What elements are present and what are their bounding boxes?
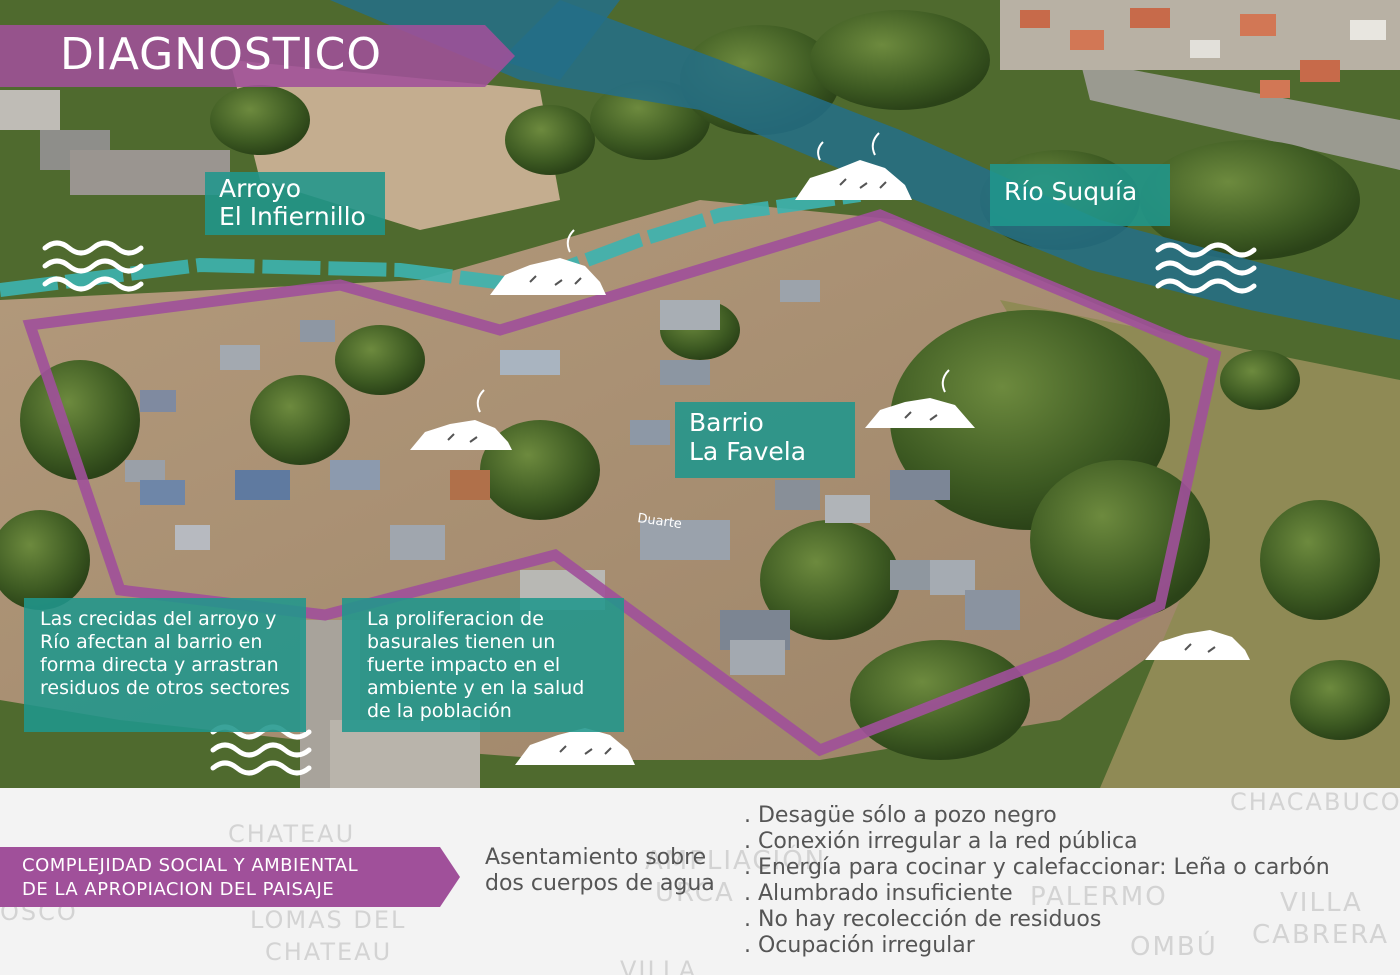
page-title: DIAGNOSTICO — [60, 29, 382, 80]
roof — [1070, 30, 1104, 50]
diagnostic-list: . Desagüe sólo a pozo negro . Conexión i… — [744, 803, 1330, 959]
roof — [1190, 40, 1220, 58]
roof — [1240, 14, 1276, 36]
water-wave-icon — [42, 240, 144, 292]
list-item: . No hay recolección de residuos — [744, 907, 1102, 932]
arroyo-label-line1: Arroyo — [219, 174, 302, 203]
street-label: Duarte — [636, 511, 682, 532]
roof — [1300, 60, 1340, 82]
section-banner-shape — [0, 847, 460, 907]
section-banner-line2: DE LA APROPIACION DEL PAISAJE — [22, 879, 335, 900]
rio-suquia-edge — [500, 0, 620, 80]
map-name-urca: URCA — [655, 878, 735, 908]
info-box-basurales: La proliferacion de basurales tienen un … — [342, 598, 624, 732]
list-item: . Ocupación irregular — [744, 933, 975, 958]
arroyo-label: Arroyo El Infiernillo — [205, 172, 385, 235]
garbage-pile-icon — [1145, 630, 1250, 660]
road — [1080, 60, 1400, 170]
shacks — [125, 280, 1020, 675]
building — [0, 90, 60, 130]
map-name-lomas: LOMAS DEL — [250, 906, 407, 934]
aerial-illustration: Duarte — [0, 0, 1400, 788]
list-item: . Alumbrado insuficiente — [744, 881, 1013, 906]
barrio-label-line1: Barrio — [689, 408, 764, 437]
map-name-lomas-chateau: CHATEAU — [265, 938, 393, 966]
title-banner: DIAGNOSTICO — [0, 25, 515, 87]
info-box-crecidas: Las crecidas del arroyo y Río afectan al… — [24, 598, 306, 732]
list-item: . Desagüe sólo a pozo negro — [744, 803, 1057, 828]
urban-area — [1000, 0, 1400, 70]
bottom-panel: CHATEAU LOMAS DEL CHATEAU OSCO AMPLIACIÓ… — [0, 788, 1400, 975]
arroyo-label-line2: El Infiernillo — [219, 202, 366, 231]
map-name-chacabuco: CHACABUCO — [1230, 788, 1400, 816]
map-name-villa-bottom: VILLA — [620, 956, 698, 975]
roof — [1260, 80, 1290, 98]
list-item: . Conexión irregular a la red pública — [744, 829, 1138, 854]
garbage-pile-icon — [795, 132, 912, 200]
list-item: . Energía para cocinar y calefaccionar: … — [744, 855, 1330, 880]
garbage-pile-icon — [410, 389, 512, 450]
roof — [1130, 8, 1170, 28]
roof — [1350, 20, 1386, 40]
garbage-pile-icon — [865, 369, 975, 428]
section-banner: COMPLEJIDAD SOCIAL Y AMBIENTAL DE LA APR… — [0, 847, 460, 907]
map-name-palermo: PALERMO — [1030, 882, 1168, 912]
garbage-pile-icon — [515, 728, 635, 765]
water-wave-icon — [1155, 242, 1257, 294]
map-name-chateau: CHATEAU — [228, 820, 356, 848]
asentamiento-text: Asentamiento sobre dos cuerpos de agua — [485, 845, 715, 896]
barrio-label: Barrio La Favela — [675, 402, 855, 478]
section-banner-line1: COMPLEJIDAD SOCIAL Y AMBIENTAL — [22, 855, 359, 876]
map-name-cabrera: CABRERA — [1252, 920, 1390, 950]
map-name-ampliacion: AMPLIACIÓN — [645, 846, 827, 876]
garbage-pile-icon — [490, 229, 606, 295]
aerial-photo: Duarte DIAGNOSTICO Arroyo El Infiernillo… — [0, 0, 1400, 788]
barrio-label-line2: La Favela — [689, 437, 807, 466]
rio-label: Río Suquía — [990, 164, 1170, 226]
arroyo-el-infiernillo — [0, 188, 861, 297]
title-banner-shape — [0, 25, 515, 87]
building — [70, 150, 230, 195]
map-name-villa: VILLA — [1280, 888, 1363, 918]
map-name-ombu: OMBÚ — [1130, 932, 1218, 962]
roof — [1020, 10, 1050, 28]
